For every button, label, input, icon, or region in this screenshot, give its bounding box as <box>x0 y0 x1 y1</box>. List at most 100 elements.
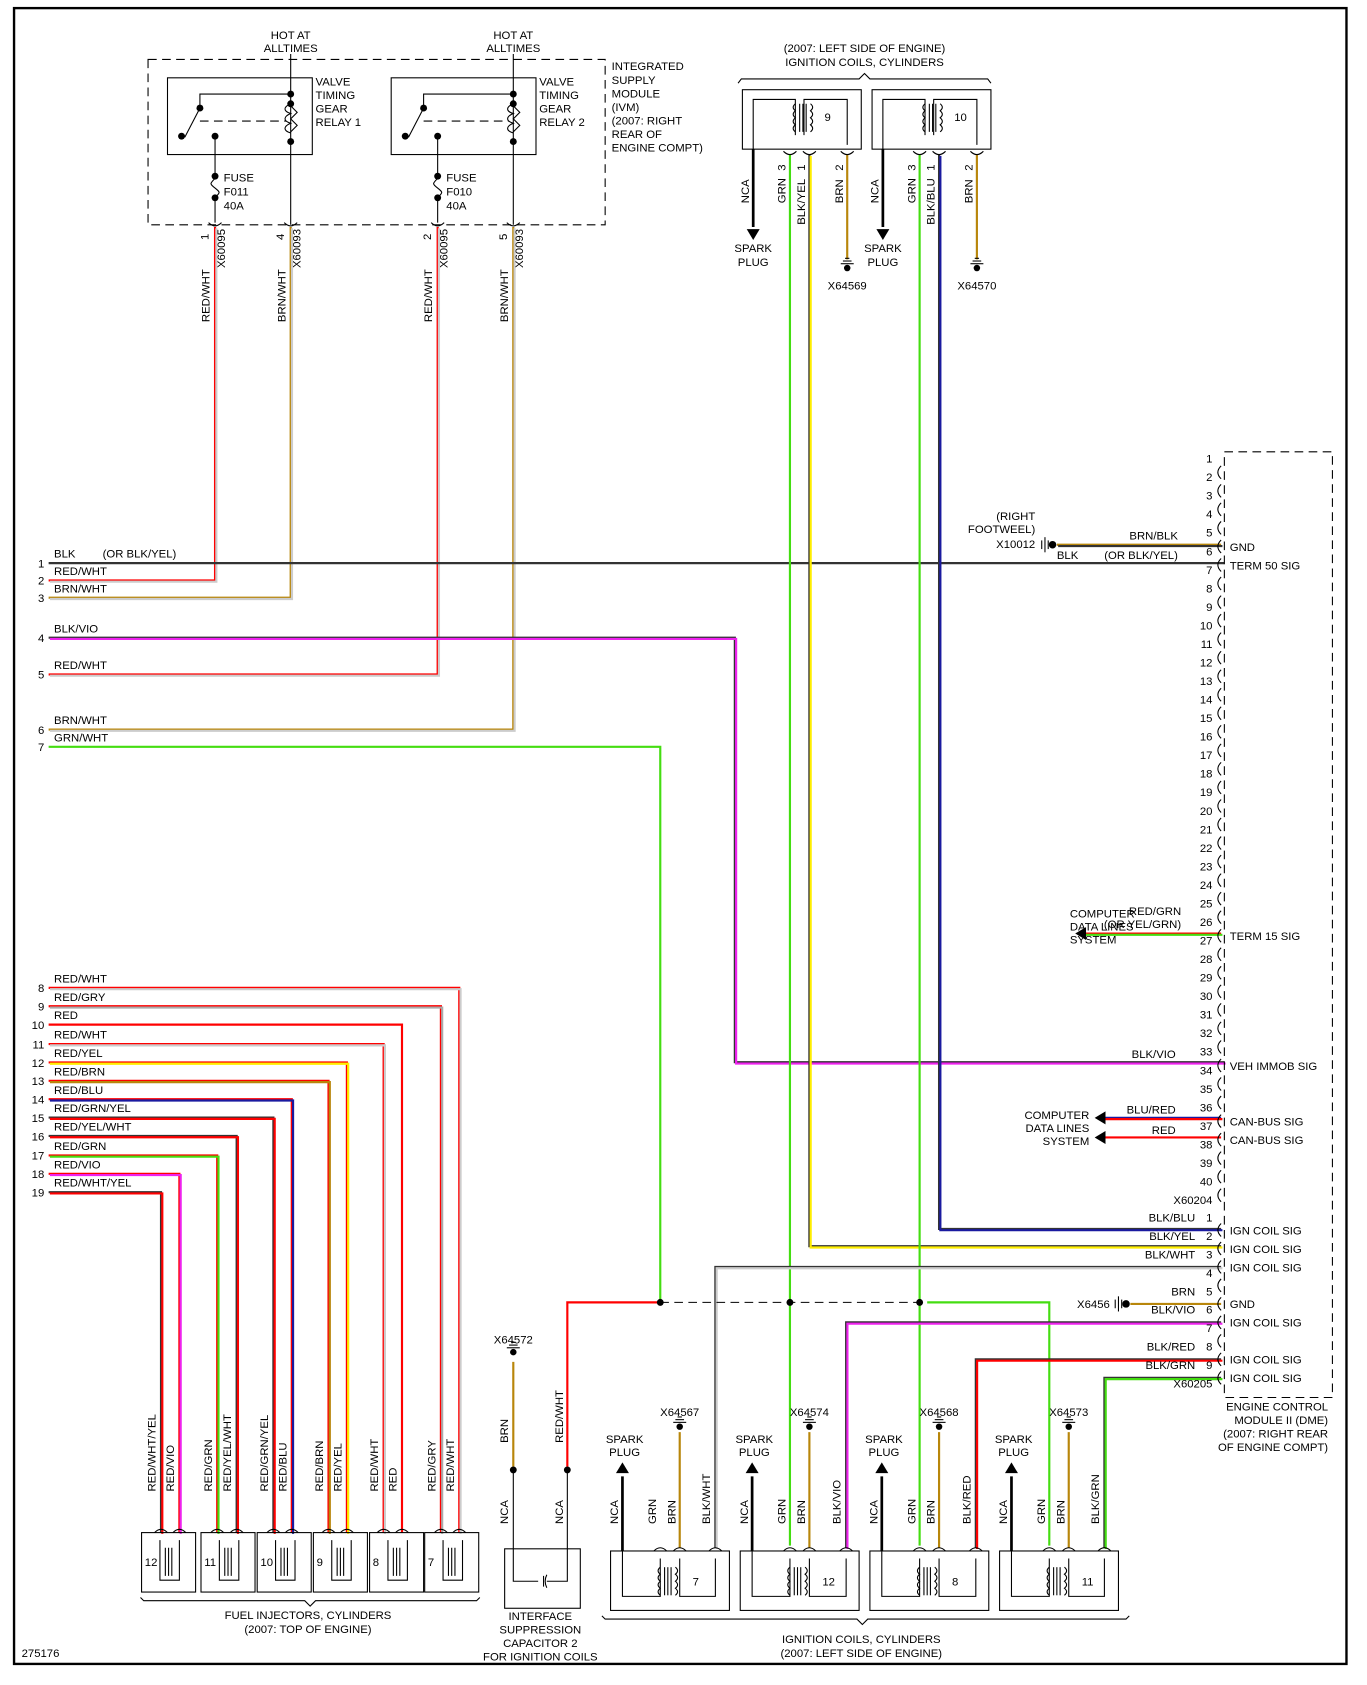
injector-core-icon <box>164 1547 173 1576</box>
fuel-injector-box <box>369 1532 425 1593</box>
junction-dot <box>178 132 186 140</box>
ecm-pin-a <box>1217 632 1222 647</box>
ecm-pin-number: 7 <box>1206 565 1212 577</box>
line-number: 7 <box>38 742 44 754</box>
wire-injector-12 <box>48 1061 348 1533</box>
line-number: 4 <box>38 633 44 645</box>
ground-id: X64574 <box>790 1407 829 1419</box>
coil-transformer-icon <box>792 103 814 133</box>
wire-injector-9 <box>48 1005 442 1533</box>
spark-plug-label: PLUG <box>609 1447 640 1459</box>
wire-relay2-red-wht-stripe <box>49 228 441 677</box>
wire-color-label: BRN <box>834 179 846 203</box>
wire-injector-10 <box>48 1023 404 1533</box>
wire-injector-16 <box>48 1134 238 1533</box>
relay-contact-line <box>199 93 291 108</box>
ecm-pin-number: 3 <box>1206 491 1212 503</box>
pin-terminal <box>912 1547 927 1552</box>
fuel-injector-box <box>256 1532 312 1593</box>
wire-color-label: BRN <box>1171 1286 1195 1298</box>
injector-core-icon <box>447 1547 456 1576</box>
wire-injector-11 <box>48 1042 385 1533</box>
pin-terminal <box>802 1547 817 1552</box>
cylinder-number: 7 <box>693 1577 699 1589</box>
wire-injector-16-stripe <box>49 1136 240 1534</box>
ecm-pin-number: 14 <box>1200 695 1213 707</box>
injector-internal <box>218 1540 240 1581</box>
coil-group-title: (2007: LEFT SIDE OF ENGINE) <box>780 1648 942 1660</box>
connector-id: X60205 <box>1173 1379 1212 1391</box>
ecm-pin-number: 31 <box>1200 1010 1213 1022</box>
wire-color-label: RED/WHT <box>445 1439 457 1492</box>
wire-color-label: BRN <box>499 1419 511 1443</box>
pin-terminal <box>210 1528 225 1533</box>
spark-plug-label: SPARK <box>734 243 772 255</box>
wire-color-label: NCA <box>870 179 882 203</box>
relay-name: GEAR <box>539 103 571 115</box>
ecm-pin-number: 3 <box>1206 1249 1212 1261</box>
wire-color-label: BRN <box>1055 1500 1067 1524</box>
ecm-pin-b <box>1217 1260 1222 1274</box>
junction-dot <box>196 104 204 112</box>
pin-terminal <box>376 1528 391 1533</box>
pin-terminal <box>1061 1547 1076 1552</box>
ecm-pin-a <box>1217 521 1222 535</box>
spark-plug-arrow-icon <box>615 1462 629 1474</box>
wire-coil-signal-stripe <box>846 1322 1223 1550</box>
ecm-pin-function: GND <box>1230 1299 1255 1311</box>
wire-note: (OR BLK/YEL) <box>103 549 177 561</box>
ignition-coil-box <box>871 89 992 150</box>
ground-id: X6456 <box>1077 1299 1110 1311</box>
wire-color-label: RED/BLU <box>54 1085 103 1097</box>
ecm-pin-number: 26 <box>1200 917 1213 929</box>
ecm-pin-a <box>1217 687 1222 702</box>
ecm-pin-function: IGN COIL SIG <box>1230 1225 1302 1237</box>
ecm-pin-number: 12 <box>1200 657 1213 669</box>
injector-internal <box>159 1540 180 1581</box>
wire-color-label: RED/YEL <box>54 1048 102 1060</box>
wire-color-label: RED/WHT <box>201 269 213 322</box>
arrow-left-icon <box>1094 1130 1106 1144</box>
pin-terminal <box>154 1528 168 1533</box>
junction-dot <box>656 1298 664 1306</box>
pin-label: NCA <box>739 1500 751 1524</box>
ecm-pin-a <box>1217 558 1222 572</box>
ecm-pin-a <box>1217 1169 1222 1184</box>
ecm-pin-a <box>1217 854 1222 869</box>
line-number: 2 <box>38 576 44 588</box>
pin-terminal <box>932 150 946 156</box>
pin-terminal <box>840 150 855 156</box>
ground-location: (RIGHT <box>996 511 1035 523</box>
cylinder-number: 8 <box>373 1557 379 1569</box>
ecm-pin-number: 1 <box>1206 1212 1212 1224</box>
ground-id: X64573 <box>1049 1407 1088 1419</box>
ecm-pin-a <box>1217 873 1222 887</box>
wire-grn-wht <box>48 745 662 1303</box>
wire-coil-signal-stripe <box>976 1359 1223 1550</box>
wire-injector-11-stripe <box>49 1044 387 1534</box>
ecm-pin-number: 38 <box>1200 1139 1213 1151</box>
pin-terminal <box>912 150 927 156</box>
ecm-pin-a <box>1217 576 1222 591</box>
ground-icon <box>970 257 984 272</box>
line-number: 3 <box>38 593 44 605</box>
ecm-title: (2007: RIGHT REAR <box>1223 1428 1328 1440</box>
wire-color-label: RED/GRN/YEL <box>259 1415 271 1492</box>
ecm-pin-b <box>1217 1223 1222 1237</box>
ecm-pin-function: IGN COIL SIG <box>1230 1318 1302 1330</box>
ecm-pin-a <box>1217 724 1222 739</box>
injector-core-icon <box>224 1547 232 1576</box>
ground-id: X64572 <box>494 1334 533 1346</box>
pin-number: 1 <box>200 234 212 240</box>
wire-immob-blk-vio-stripe <box>49 637 1226 1065</box>
ecm-pin-number: 2 <box>1206 472 1212 484</box>
pin-terminal <box>968 1547 983 1552</box>
computer-data-lines-label: SYSTEM <box>1070 934 1117 946</box>
wire-color-label: RED/WHT <box>369 1439 381 1492</box>
cylinder-number: 12 <box>822 1577 835 1589</box>
ecm-pin-number: 2 <box>1206 1231 1212 1243</box>
pin-number: 3 <box>777 164 789 170</box>
pin-label: NCA <box>998 1500 1010 1524</box>
ecm-pin-number: 5 <box>1206 528 1212 540</box>
capacitor-title: CAPACITOR 2 <box>503 1638 577 1650</box>
